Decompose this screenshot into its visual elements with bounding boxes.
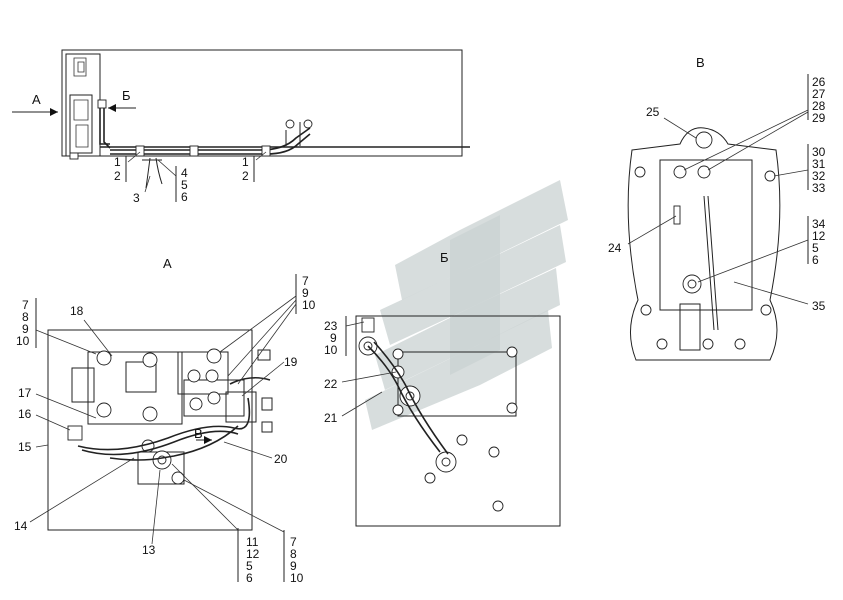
watermark-logo [365,180,568,430]
callout-28: 28 [812,99,826,113]
callout-25: 25 [646,105,660,119]
callout-15: 15 [18,440,32,454]
callout-10-tl: 10 [16,334,30,348]
callout-20: 20 [274,452,288,466]
callout-12-bottom: 12 [246,547,260,561]
callout-14: 14 [14,519,28,533]
callout-10-br: 10 [290,571,304,585]
callout-9-br: 9 [290,559,297,573]
callout-7-top: 7 [302,274,309,288]
callout-32: 32 [812,169,826,183]
callout-10-b: 10 [324,343,338,357]
callout-10-top: 10 [302,298,316,312]
callout-8-br: 8 [290,547,297,561]
callout-5-bottom: 5 [246,559,253,573]
callout-29: 29 [812,111,826,125]
callout-1: 1 [114,155,121,169]
callout-13: 13 [142,543,156,557]
callout-7-tl: 7 [22,298,29,312]
callout-7-br: 7 [290,535,297,549]
view-a: А В 7 8 9 10 [14,256,316,585]
callout-26: 26 [812,75,826,89]
callout-31: 31 [812,157,826,171]
callout-4: 4 [181,166,188,180]
callout-17: 17 [18,386,32,400]
view-v: В 26 27 28 29 30 31 32 33 34 12 5 [608,55,826,361]
callout-12-v: 12 [812,229,826,243]
view-b-title: Б [440,250,449,265]
callout-2: 2 [114,169,121,183]
callout-3: 3 [133,191,140,205]
callout-11-bottom: 11 [246,535,259,549]
callout-8-tl: 8 [22,310,29,324]
callout-9-tl: 9 [22,322,29,336]
view-b: Б 23 9 10 22 21 [324,250,561,527]
callout-9-top: 9 [302,286,309,300]
callout-30: 30 [812,145,826,159]
callout-6-bottom: 6 [246,571,253,585]
callout-22: 22 [324,377,338,391]
arrow-b-label: Б [122,88,131,103]
callout-21: 21 [324,411,338,425]
callout-2-right: 2 [242,169,249,183]
callout-33: 33 [812,181,826,195]
view-v-arrow-label: В [194,426,203,441]
callout-1-right: 1 [242,155,249,169]
callout-9-b: 9 [330,331,337,345]
arrow-a-label: А [32,92,41,107]
callout-5: 5 [181,178,188,192]
callout-35: 35 [812,299,826,313]
callout-18: 18 [70,304,84,318]
callout-19: 19 [284,355,298,369]
top-view: А Б 1 2 3 4 5 6 1 2 [12,49,470,205]
callout-6-v: 6 [812,253,819,267]
callout-23: 23 [324,319,338,333]
view-a-title: А [163,256,172,271]
view-v-title: В [696,55,705,70]
callout-34: 34 [812,217,826,231]
callout-16: 16 [18,407,32,421]
callout-5-v: 5 [812,241,819,255]
callout-6: 6 [181,190,188,204]
callout-27: 27 [812,87,826,101]
callout-24: 24 [608,241,622,255]
